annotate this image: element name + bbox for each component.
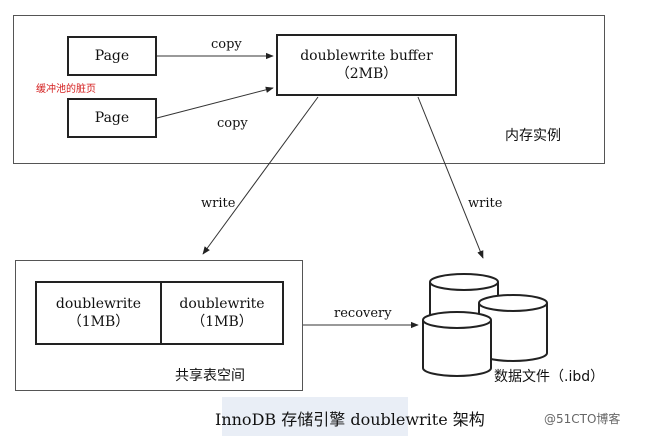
doublewrite-buffer-title: doublewrite buffer [300, 48, 433, 64]
dirty-page-1: Page [67, 36, 157, 76]
doublewrite-buffer: doublewrite buffer （2MB） [276, 34, 457, 96]
dirty-page-2: Page [67, 98, 157, 138]
data-files-label: 数据文件（.ibd） [494, 369, 605, 385]
copy-label-2: copy [217, 116, 248, 131]
doublewrite-buffer-size: （2MB） [335, 66, 398, 82]
shared-tablespace-frame [15, 260, 303, 391]
doublewrite-extent-1-size: （1MB） [67, 314, 130, 330]
write-arrow-right [417, 96, 484, 259]
write-label-right: write [468, 196, 503, 211]
doublewrite-extent-group: doublewrite （1MB） doublewrite （1MB） [35, 281, 284, 345]
recovery-label: recovery [334, 306, 392, 321]
memory-instance-frame [13, 15, 605, 164]
copy-arrow-2 [156, 86, 274, 119]
doublewrite-extent-2-title: doublewrite [179, 296, 265, 312]
doublewrite-extent-1: doublewrite （1MB） [37, 283, 162, 343]
doublewrite-extent-2: doublewrite （1MB） [162, 283, 282, 343]
data-file-cylinder-right [478, 294, 548, 362]
watermark: @51CTO博客 [544, 412, 621, 426]
page-label-1: Page [94, 48, 130, 64]
shared-tablespace-label: 共享表空间 [175, 368, 245, 384]
write-label-left: write [201, 196, 236, 211]
doublewrite-extent-2-size: （1MB） [191, 314, 253, 330]
page-label-2: Page [94, 110, 130, 126]
doublewrite-extent-1-title: doublewrite [55, 296, 142, 312]
dirty-pages-note: 缓冲池的脏页 [36, 84, 96, 95]
data-file-cylinder-front [422, 311, 492, 377]
memory-instance-label: 内存实例 [505, 128, 561, 144]
figure-caption: InnoDB 存储引擎 doublewrite 架构 [215, 410, 485, 429]
caption-band [222, 397, 408, 436]
copy-label-1: copy [211, 37, 242, 52]
write-arrow-left [202, 96, 319, 255]
